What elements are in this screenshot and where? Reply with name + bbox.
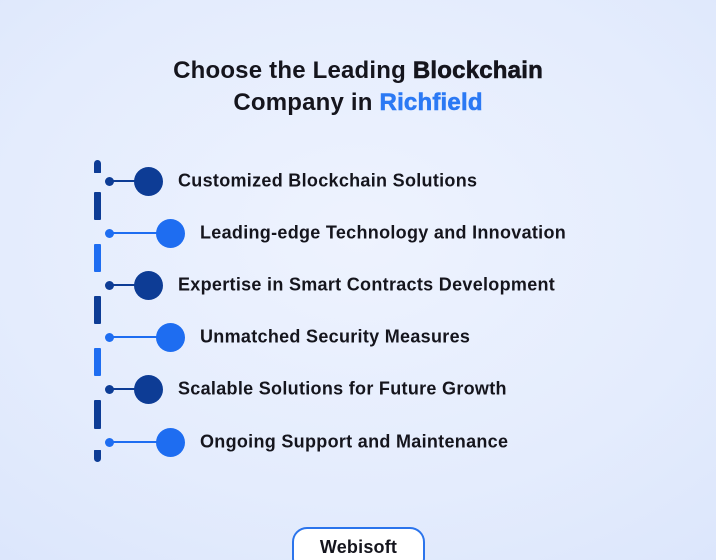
title-line-1: Choose the Leading Blockchain <box>0 55 716 87</box>
title-keyword-blockchain: Blockchain <box>412 57 543 85</box>
connector-line <box>111 387 149 391</box>
timeline-item: Ongoing Support and Maintenance <box>0 426 716 458</box>
bullet-circle <box>134 166 163 196</box>
title-line-2: Company in Richfield <box>0 87 716 119</box>
bullet-circle <box>156 322 185 352</box>
rail-dash <box>94 192 101 220</box>
timeline-item-label: Ongoing Support and Maintenance <box>200 431 509 452</box>
timeline-item-label: Customized Blockchain Solutions <box>178 170 478 191</box>
node-dot <box>105 176 114 186</box>
node-dot <box>105 228 114 238</box>
timeline-item-label: Scalable Solutions for Future Growth <box>178 378 507 399</box>
timeline-item-label: Unmatched Security Measures <box>200 326 471 347</box>
node-dot <box>105 280 114 290</box>
webisoft-badge[interactable]: Webisoft <box>292 527 425 560</box>
bullet-circle <box>134 374 163 404</box>
rail-dash <box>94 400 101 429</box>
timeline-item: Leading-edge Technology and Innovation <box>0 217 716 249</box>
rail-cap-bottom <box>94 450 101 462</box>
title-line-2-text: Company in <box>233 89 380 116</box>
timeline-item: Customized Blockchain Solutions <box>0 165 716 197</box>
connector-line <box>111 231 171 235</box>
timeline-item-label: Expertise in Smart Contracts Development <box>178 274 556 295</box>
timeline-item: Expertise in Smart Contracts Development <box>0 269 716 301</box>
node-dot <box>105 384 114 394</box>
page-title: Choose the Leading Blockchain Company in… <box>0 55 716 119</box>
bullet-circle <box>156 427 185 457</box>
connector-line <box>111 440 171 444</box>
connector-line <box>111 335 171 339</box>
node-dot <box>105 332 114 342</box>
title-line-1-text: Choose the Leading <box>173 57 413 84</box>
bullet-circle <box>134 270 163 300</box>
timeline-item: Unmatched Security Measures <box>0 321 716 353</box>
webisoft-badge-label: Webisoft <box>319 537 398 557</box>
rail-dash <box>94 244 101 272</box>
timeline-item-label: Leading-edge Technology and Innovation <box>200 222 567 243</box>
title-location-richfield: Richfield <box>379 89 483 117</box>
timeline-item: Scalable Solutions for Future Growth <box>0 373 716 405</box>
node-dot <box>105 437 114 447</box>
connector-line <box>111 179 149 183</box>
connector-line <box>111 283 149 287</box>
rail-cap-top <box>94 160 101 173</box>
rail-dash <box>94 296 101 324</box>
bullet-circle <box>156 218 185 248</box>
rail-dash <box>94 348 101 376</box>
